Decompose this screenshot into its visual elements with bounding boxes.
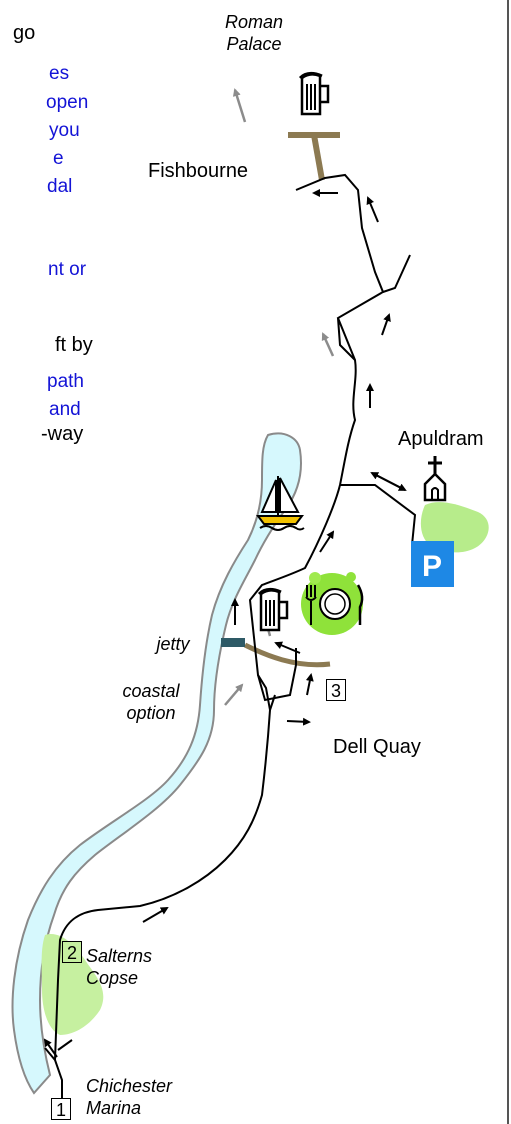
route-upper-branch — [337, 254, 411, 361]
sailboat-icon — [256, 476, 305, 531]
intro-text-line: go — [13, 22, 36, 44]
intro-link-line[interactable]: es — [49, 63, 70, 84]
waypoint-marker-3: 3 — [326, 679, 346, 701]
route-marina-fork — [44, 1039, 73, 1061]
river-channel — [11, 432, 303, 1095]
direction-arrow — [381, 313, 391, 336]
direction-arrow — [43, 1038, 58, 1058]
walking-route — [53, 173, 385, 1120]
fishbourne-track — [288, 132, 340, 181]
route-apuldram-link — [340, 484, 417, 546]
intro-link-line[interactable]: open — [46, 92, 89, 113]
intro-link-line[interactable]: path — [47, 371, 84, 392]
direction-arrow — [305, 673, 314, 696]
route-dell-quay-loop — [257, 648, 297, 711]
fishbourne-label: Fishbourne — [148, 160, 249, 182]
jetty-label: jetty — [156, 634, 190, 654]
intro-link-line[interactable]: dal — [47, 176, 73, 197]
intro-link-line[interactable]: you — [49, 120, 80, 141]
chichester-marina-label: Chichester Marina — [86, 1076, 173, 1118]
waypoint-marker-1: 1 — [51, 1098, 71, 1120]
restaurant-icon — [305, 584, 364, 625]
direction-arrow — [370, 472, 406, 491]
waypoint-marker-2: 2 — [62, 941, 82, 963]
direction-arrow — [319, 530, 335, 553]
apuldram-label: Apuldram — [398, 428, 484, 450]
intro-text-line: ft by — [55, 334, 93, 356]
pub-icon — [257, 587, 289, 632]
salterns-copse-label: Salterns Copse — [86, 946, 153, 988]
jetty-bar — [221, 638, 245, 647]
church-icon — [423, 456, 447, 502]
restaurant-green-dot — [346, 572, 356, 582]
parking-icon — [411, 541, 454, 587]
alt-direction-arrow — [232, 88, 247, 123]
direction-arrow — [366, 196, 379, 223]
alt-direction-arrow — [321, 332, 335, 357]
intro-link-line[interactable]: e — [53, 148, 64, 169]
dell-quay-track — [243, 642, 331, 668]
intro-link-line[interactable]: nt or — [48, 259, 87, 280]
intro-link-line[interactable]: and — [49, 399, 81, 420]
coastal-option-label: coastal option — [122, 681, 180, 723]
intro-text-line: -way — [41, 423, 84, 445]
direction-arrow — [142, 906, 169, 923]
apuldram-green-area — [420, 502, 489, 553]
alt-direction-arrow — [224, 683, 244, 706]
parking-label: P — [422, 550, 443, 583]
dell-quay-label: Dell Quay — [333, 736, 421, 758]
page-edge — [507, 0, 509, 1124]
roman-palace-label: Roman Palace — [224, 12, 284, 54]
pub-icon — [298, 71, 330, 116]
direction-arrow — [286, 717, 311, 726]
direction-arrow — [274, 641, 301, 654]
restaurant-green-dot — [309, 572, 321, 584]
